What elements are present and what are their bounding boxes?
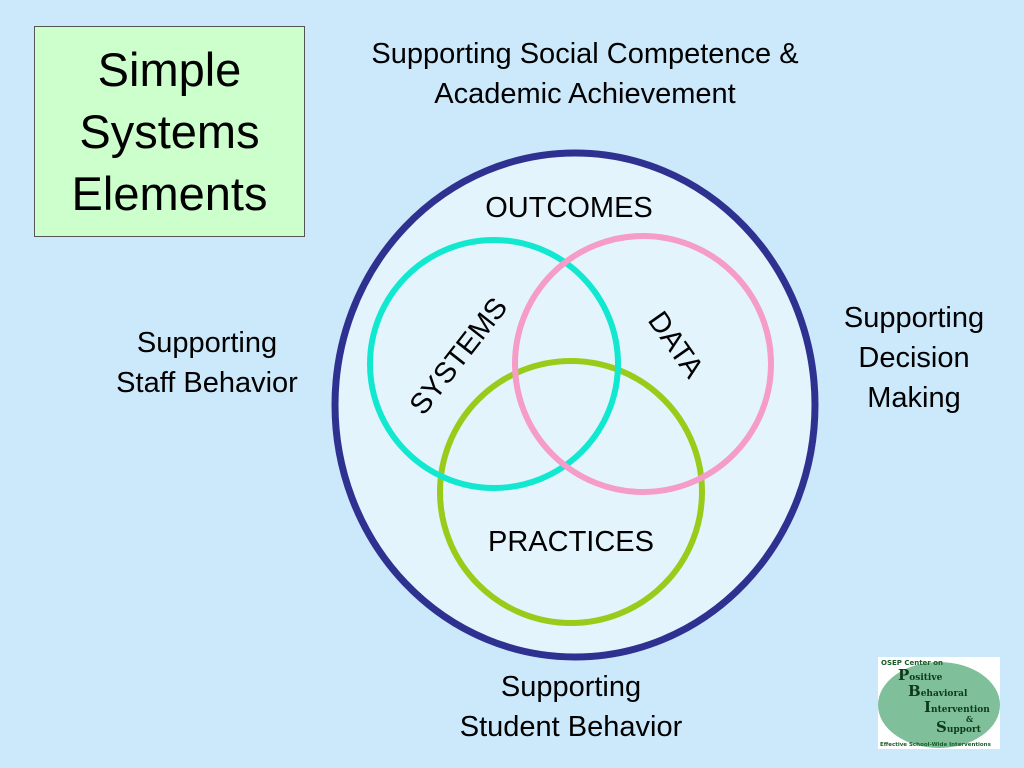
logo-letter-i: I (924, 698, 932, 716)
logo-footer: Effective School-Wide Interventions (880, 742, 991, 748)
left-label-line-2: Staff Behavior (116, 367, 298, 399)
right-label-line-2: Decision (858, 342, 970, 374)
logo-letter-b: B (908, 682, 921, 700)
logo-disc (878, 662, 1000, 748)
logo-word-behavioral: ehavioral (920, 689, 968, 699)
outcomes-label: OUTCOMES (485, 192, 653, 224)
practices-circle (437, 358, 705, 626)
logo-line-intervention: Intervention (924, 698, 990, 716)
title-line-3: Elements (71, 166, 268, 220)
top-label-line-2: Academic Achievement (434, 78, 736, 110)
right-label: Supporting Decision Making (822, 298, 1006, 418)
systems-circle (367, 237, 621, 491)
bottom-label: Supporting Student Behavior (420, 667, 722, 747)
right-label-line-1: Supporting (843, 302, 985, 334)
pbis-logo: OSEP Center on Positive Behavioral Inter… (878, 657, 1000, 749)
left-label-line-1: Supporting (136, 327, 278, 359)
data-circle (512, 233, 774, 495)
left-label: Supporting Staff Behavior (92, 323, 322, 403)
logo-ampersand: & (966, 714, 974, 724)
logo-letter-p: P (898, 666, 910, 684)
top-label: Supporting Social Competence & Academic … (320, 34, 850, 114)
logo-line-support: Support (936, 718, 981, 736)
logo-word-support: upport (946, 725, 981, 735)
title-box: Simple Systems Elements (34, 26, 305, 237)
logo-word-positive: ositive (909, 673, 943, 683)
practices-label: PRACTICES (488, 526, 654, 558)
title-line-2: Systems (79, 104, 260, 158)
right-label-line-3: Making (867, 382, 961, 414)
logo-header: OSEP Center on (881, 659, 943, 667)
logo-word-intervention: ntervention (931, 705, 990, 715)
bottom-label-line-2: Student Behavior (459, 711, 683, 743)
title-line-1: Simple (97, 42, 242, 96)
logo-letter-s: S (936, 718, 947, 736)
bottom-label-line-1: Supporting (500, 671, 642, 703)
logo-line-positive: Positive (898, 666, 943, 684)
logo-line-behavioral: Behavioral (908, 682, 968, 700)
top-label-line-1: Supporting Social Competence & (371, 38, 799, 70)
logo-disc-shape (878, 662, 1000, 748)
